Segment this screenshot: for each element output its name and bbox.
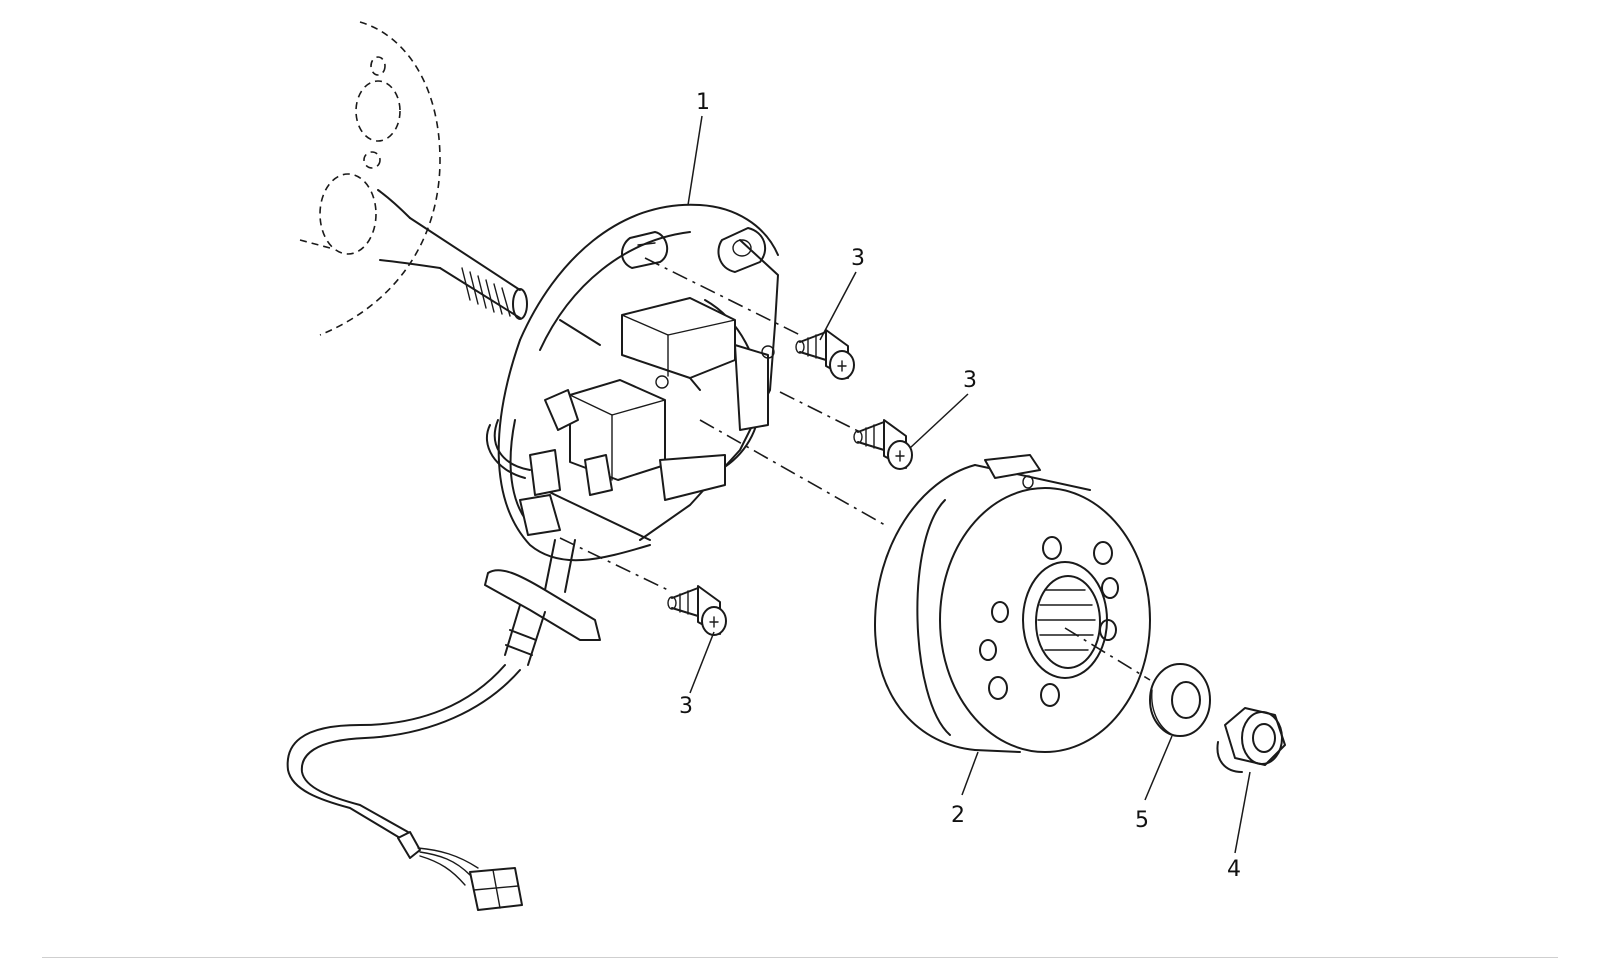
crankshaft-end: [299, 173, 528, 320]
connector-plug: [469, 867, 523, 911]
callout-2: 2: [951, 803, 965, 828]
callout-3-upper: 3: [851, 246, 865, 271]
bolt-upper: [795, 329, 855, 380]
callout-3-middle: 3: [963, 368, 977, 393]
bolt-middle: [853, 419, 913, 470]
flange-nut: [1216, 707, 1286, 773]
callout-3-lower: 3: [679, 694, 693, 719]
callout-1: 1: [696, 90, 710, 115]
leader-lines: [687, 115, 1251, 854]
footer-divider: [42, 957, 1558, 958]
washer: [1149, 663, 1211, 737]
bolt-lower: [667, 585, 727, 636]
callout-4: 4: [1227, 857, 1241, 882]
stator-assembly: [485, 203, 779, 562]
wiring-harness: [286, 539, 601, 886]
callout-5: 5: [1135, 808, 1149, 833]
flywheel-rotor: [874, 454, 1151, 753]
centre-lines: [559, 257, 1151, 681]
crankcase-ghost: [319, 21, 441, 336]
